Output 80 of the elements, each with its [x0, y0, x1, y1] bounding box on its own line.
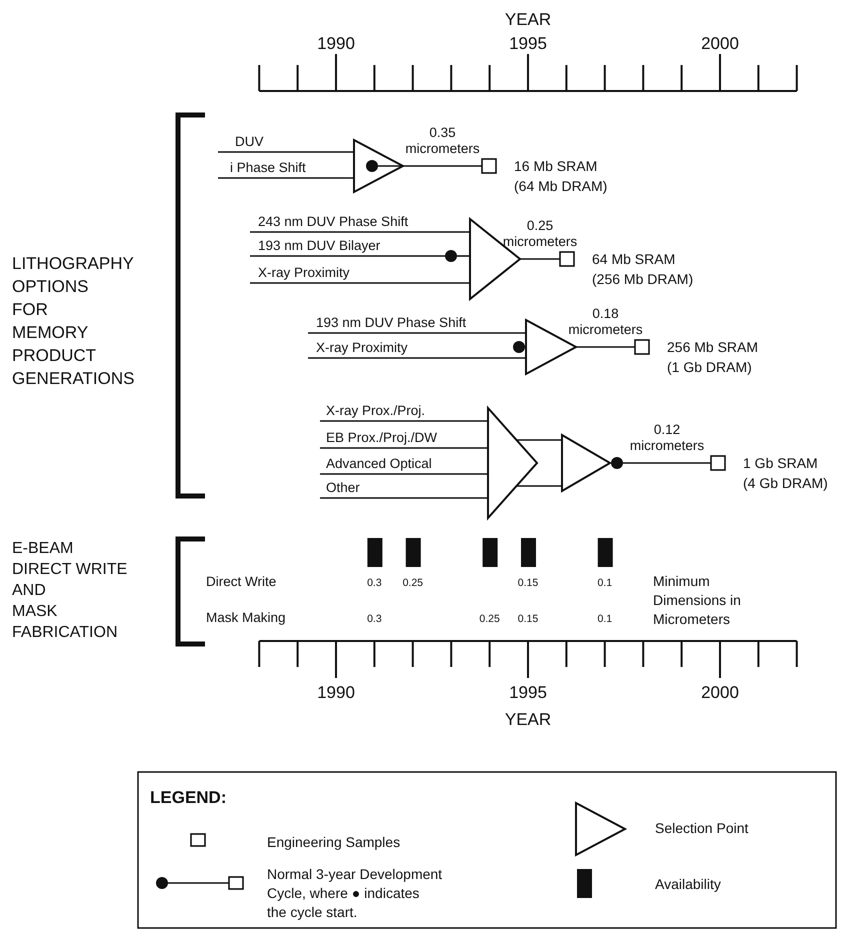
availability-bar	[598, 538, 613, 567]
edge-label: 0.25 micrometers	[502, 218, 578, 250]
dimension-value: 0.15	[518, 577, 538, 590]
dimension-value: 0.1	[598, 613, 612, 626]
memory-product-label: 256 Mb SRAM (1 Gb DRAM)	[667, 338, 758, 377]
connector-line	[250, 255, 445, 257]
memory-product-label: 16 Mb SRAM (64 Mb DRAM)	[514, 157, 608, 196]
edge-label: 0.12 micrometers	[630, 422, 704, 454]
technology-option-label: 193 nm DUV Phase Shift	[308, 315, 466, 333]
dimension-value: 0.25	[479, 613, 500, 626]
technology-option-label: X-ray Prox./Proj.	[320, 403, 426, 421]
selection-point-triangle	[561, 433, 612, 493]
section-heading: E-BEAM DIRECT WRITE AND MASK FABRICATION	[12, 539, 128, 643]
dimension-value: 0.25	[402, 577, 424, 590]
connector-line	[308, 357, 526, 359]
connector-line	[520, 258, 560, 260]
connector-line	[516, 485, 562, 487]
connector-line	[320, 447, 488, 449]
axis-title: YEAR	[504, 10, 552, 30]
technology-option-label: 193 nm DUV Bilayer	[250, 238, 380, 256]
axis-title: YEAR	[504, 710, 552, 730]
edge-label: 0.35 micrometers	[405, 125, 480, 157]
connector-line	[250, 282, 470, 284]
legend-label: Normal 3-year Development Cycle, where ● indicates the cycle start.	[267, 865, 442, 922]
legend-label: Engineering Samples	[267, 833, 400, 852]
technology-option-label: 243 nm DUV Phase Shift	[250, 214, 408, 232]
year-label: 1995	[509, 34, 547, 54]
edge-label: 0.18 micrometers	[568, 306, 643, 338]
dimension-value: 0.3	[367, 577, 382, 590]
technology-option-label: DUV	[218, 134, 264, 152]
engineering-sample-square	[710, 455, 726, 471]
memory-product-label: 64 Mb SRAM (256 Mb DRAM)	[592, 250, 694, 289]
engineering-sample-square	[481, 158, 497, 174]
connector-line	[576, 346, 635, 348]
connector-line	[320, 497, 488, 499]
cycle-start-dot	[611, 457, 623, 469]
year-label: 1990	[317, 683, 355, 703]
year-label: 1995	[509, 683, 547, 703]
connector-line	[218, 151, 354, 153]
cycle-start-dot	[513, 341, 525, 353]
memory-product-label: 1 Gb SRAM (4 Gb DRAM)	[743, 454, 828, 493]
legend-title: LEGEND:	[150, 788, 226, 808]
selection-point-triangle	[353, 138, 406, 194]
legend-label: Availability	[655, 875, 721, 894]
section-heading: LITHOGRAPHY OPTIONS FOR MEMORY PRODUCT GENERATIONS	[12, 253, 134, 390]
connector-line	[623, 462, 711, 464]
technology-option-label: EB Prox./Proj./DW	[320, 430, 438, 448]
connector-line	[516, 439, 562, 441]
row-label: Direct Write	[206, 574, 276, 590]
availability-bar	[521, 538, 536, 567]
year-label: 2000	[701, 34, 739, 54]
availability-bar	[367, 538, 382, 567]
year-label: 1990	[317, 34, 355, 54]
axis-note: Minimum Dimensions in Micrometers	[653, 572, 741, 629]
dimension-value: 0.1	[598, 577, 612, 590]
legend-label: Selection Point	[655, 819, 748, 838]
connector-line	[320, 420, 488, 422]
row-label: Mask Making	[206, 610, 286, 626]
technology-option-label: X-ray Proximity	[308, 340, 408, 358]
cycle-start-dot	[366, 160, 378, 172]
connector-line	[457, 255, 470, 257]
connector-line	[378, 165, 403, 167]
availability-bar	[406, 538, 421, 567]
engineering-sample-square	[559, 251, 575, 267]
technology-option-label: X-ray Proximity	[250, 265, 350, 283]
technology-option-label: Advanced Optical	[320, 456, 432, 474]
dimension-value: 0.3	[367, 613, 382, 626]
selection-point-triangle	[487, 405, 538, 521]
engineering-sample-square	[634, 339, 650, 355]
connector-line	[320, 473, 488, 475]
cycle-start-dot	[445, 250, 457, 262]
connector-line	[250, 231, 470, 233]
technology-option-label: Other	[320, 480, 360, 498]
connector-line	[218, 177, 354, 179]
connector-line	[308, 332, 526, 334]
dimension-value: 0.15	[518, 613, 538, 626]
technology-option-label: i Phase Shift	[218, 160, 306, 178]
year-label: 2000	[701, 683, 739, 703]
availability-bar	[482, 538, 498, 567]
connector-line	[403, 165, 482, 167]
